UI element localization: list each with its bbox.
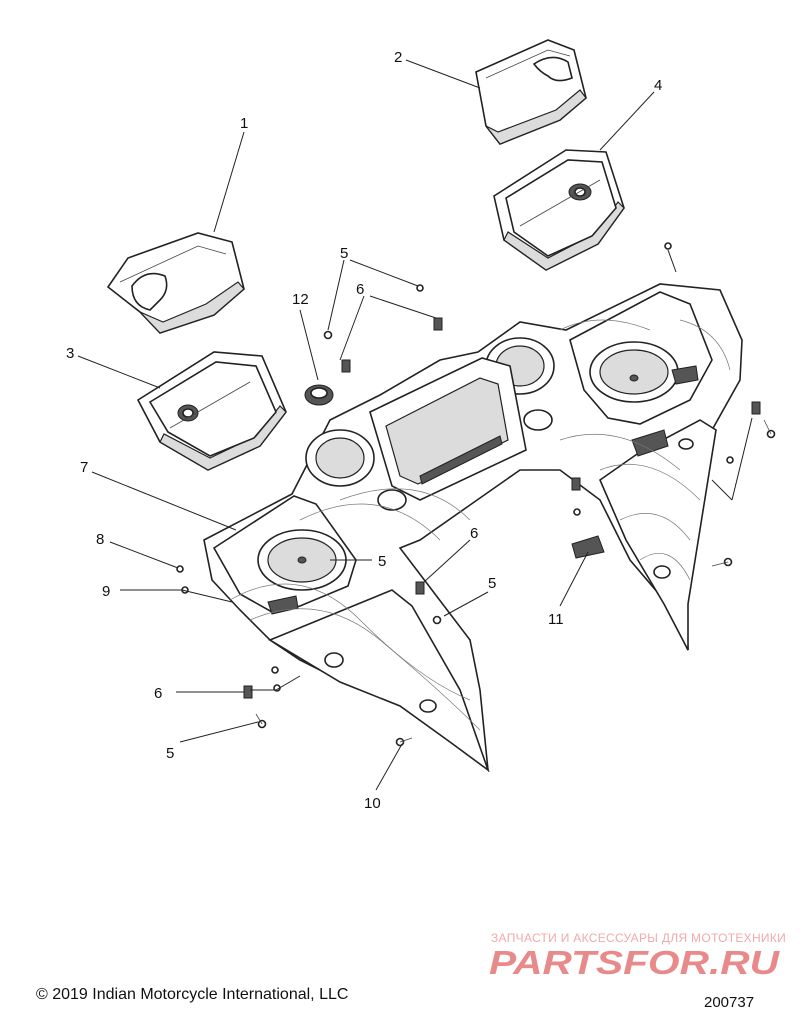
callout-6-right: 6 (470, 525, 478, 542)
part-12-grommet (304, 384, 334, 406)
svg-text:PARTSFOR.RU: PARTSFOR.RU (489, 945, 780, 979)
callout-1: 1 (240, 115, 248, 132)
callout-9: 9 (102, 583, 110, 600)
leader-lines (77, 59, 753, 791)
callout-3: 3 (66, 345, 74, 362)
part-4-right-speaker-cover (493, 149, 625, 271)
callout-10: 10 (364, 795, 381, 812)
watermark-tagline: ЗАПЧАСТИ И АКСЕССУАРЫ ДЛЯ МОТОТЕХНИКИ (491, 931, 787, 945)
callout-5-lower-left: 5 (166, 745, 174, 762)
callout-2: 2 (394, 49, 402, 66)
part-11-bracket (571, 535, 605, 559)
fasteners (176, 242, 776, 747)
callout-6-left: 6 (154, 685, 162, 702)
callout-6-top: 6 (356, 281, 364, 298)
copyright-notice: © 2019 Indian Motorcycle International, … (36, 986, 349, 1003)
callouts: 1 2 3 4 5 5 5 5 5 6 6 6 7 8 9 10 11 12 (66, 49, 662, 812)
callout-5-right: 5 (488, 575, 496, 592)
callout-5-center: 5 (378, 553, 386, 570)
drawing-number: 200737 (704, 994, 755, 1011)
callout-5-top: 5 (340, 245, 348, 262)
watermark-logo: PARTSFOR.RU (489, 945, 780, 979)
callout-12: 12 (292, 291, 309, 308)
callout-4: 4 (654, 77, 662, 94)
callout-11: 11 (548, 611, 564, 628)
part-7-fairing-assembly (203, 283, 743, 773)
part-1-left-cover (106, 232, 245, 334)
part-3-left-speaker-cover (136, 351, 287, 471)
callout-8: 8 (96, 531, 104, 548)
callout-7: 7 (80, 459, 88, 476)
part-2-right-cover (475, 39, 587, 145)
